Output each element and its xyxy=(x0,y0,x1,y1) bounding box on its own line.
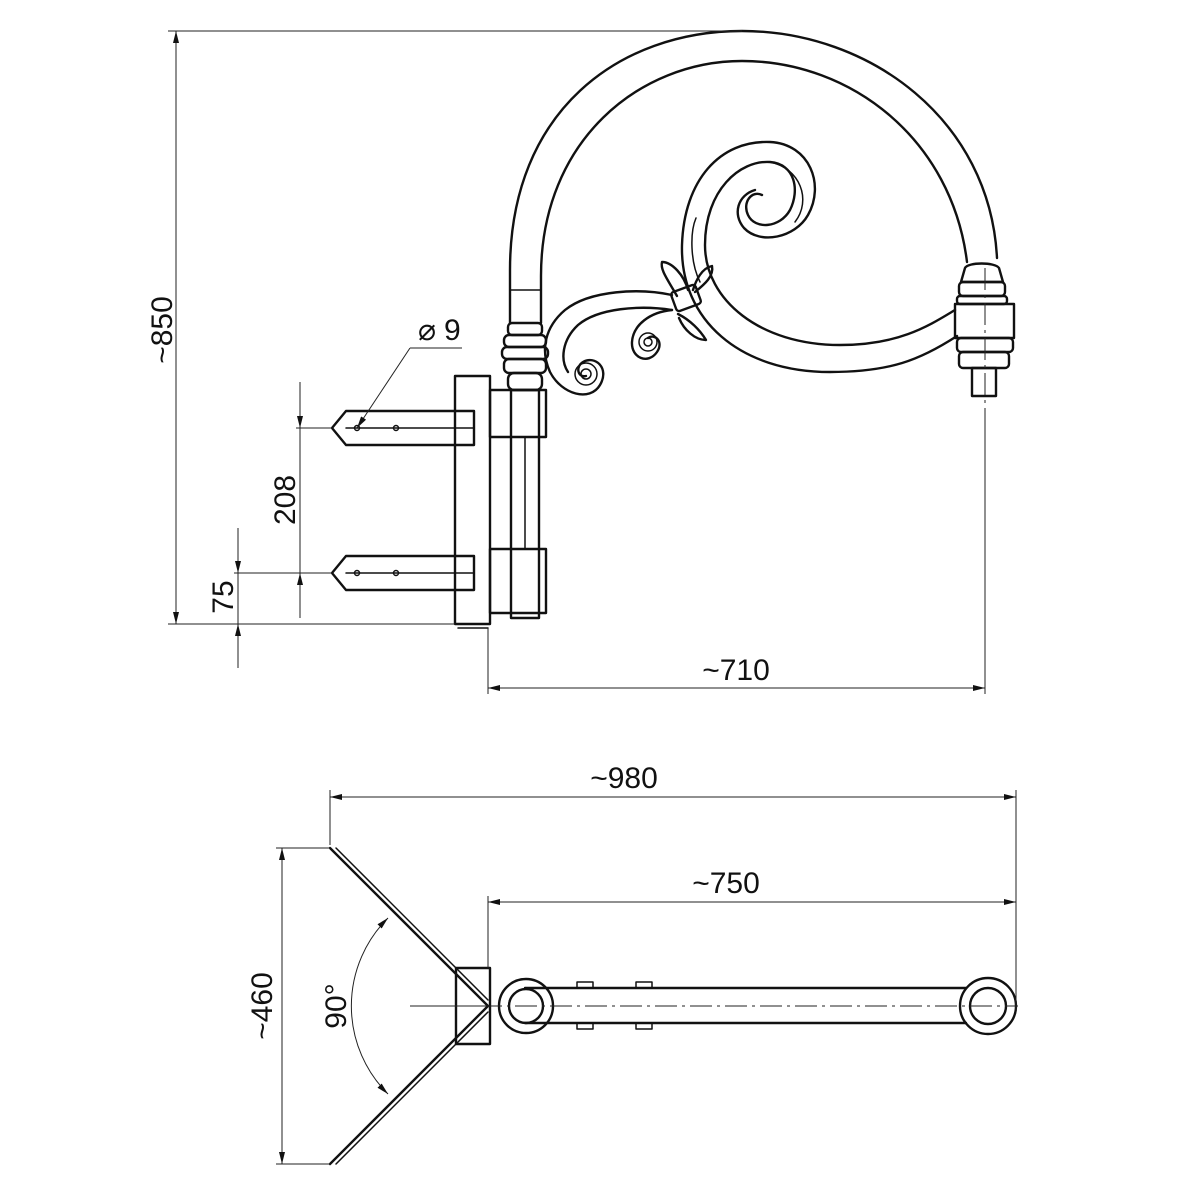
dimension-850: ~850 xyxy=(146,30,742,625)
leaf-ornament xyxy=(660,260,714,342)
wall-plate xyxy=(453,374,492,629)
dimension-208: 208 xyxy=(269,382,332,618)
dimension-750-label: ~750 xyxy=(692,867,760,900)
hole-diameter-label: 9 xyxy=(444,314,461,347)
dimension-460: ~460 xyxy=(246,847,330,1165)
bracket-post xyxy=(488,388,548,620)
scroll-large xyxy=(680,140,959,374)
dimension-980: ~980 xyxy=(329,762,1017,1010)
dimension-710: ~710 xyxy=(487,420,986,694)
dimension-460-label: ~460 xyxy=(246,972,279,1040)
dimension-75-label: 75 xyxy=(207,580,240,613)
dimension-208-label: 208 xyxy=(269,475,302,525)
post-collar xyxy=(500,321,550,392)
hole-diameter-symbol: ⌀ xyxy=(418,314,436,347)
wall-anchor-lower xyxy=(330,554,476,592)
dimension-710-label: ~710 xyxy=(702,654,770,687)
lamp-socket xyxy=(953,262,1016,420)
dimension-850-label: ~850 xyxy=(146,296,179,364)
dimension-750: ~750 xyxy=(487,867,1016,968)
plan-view: 90° ~980 ~750 ~460 xyxy=(246,762,1018,1166)
wall-anchor-upper xyxy=(330,409,476,447)
dimension-angle: 90° xyxy=(320,917,389,1095)
arched-arm xyxy=(508,29,999,325)
dimension-hole-diameter: ⌀ 9 xyxy=(356,314,462,429)
plan-arm xyxy=(410,976,1018,1036)
angle-label: 90° xyxy=(320,983,353,1028)
scroll-small xyxy=(543,290,674,396)
dimension-980-label: ~980 xyxy=(590,762,658,795)
dimension-75: 75 xyxy=(207,528,296,668)
elevation-view: ~850 208 75 ⌀ 9 ~710 xyxy=(146,29,1016,694)
